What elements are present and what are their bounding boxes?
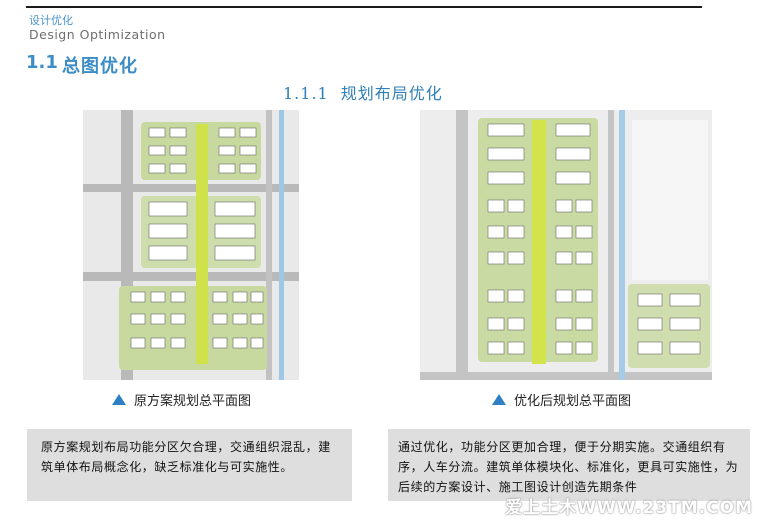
category-en: Design Optimization — [29, 27, 166, 42]
optimized-plan-caption: 优化后规划总平面图 — [492, 390, 631, 409]
caption-text: 原方案规划总平面图 — [134, 394, 252, 409]
subsection-number: 1.1.1 — [283, 84, 329, 103]
caption-text: 优化后规划总平面图 — [514, 394, 632, 409]
triangle-marker-icon — [492, 394, 506, 405]
section-title: 总图优化 — [62, 56, 138, 77]
subsection-title: 1.1.1 规划布局优化 — [283, 80, 443, 104]
subsection-label: 规划布局优化 — [340, 84, 443, 103]
optimized-plan-description: 通过优化，功能分区更加合理，便于分期实施。交通组织有序，人车分流。建筑单体模块化… — [388, 429, 750, 501]
optimized-plan-image — [420, 110, 712, 380]
section-number: 1.1 — [26, 52, 58, 73]
original-plan-description: 原方案规划布局功能分区欠合理，交通组织混乱，建筑单体布局概念化，缺乏标准化与可实… — [27, 429, 352, 501]
original-plan-caption: 原方案规划总平面图 — [112, 390, 251, 409]
triangle-marker-icon — [112, 394, 126, 405]
original-plan-image — [83, 110, 299, 380]
category-cn: 设计优化 — [29, 14, 73, 27]
watermark-text: 爱上土木WWW.23TM.COM — [505, 498, 753, 518]
header-rule — [26, 6, 702, 8]
